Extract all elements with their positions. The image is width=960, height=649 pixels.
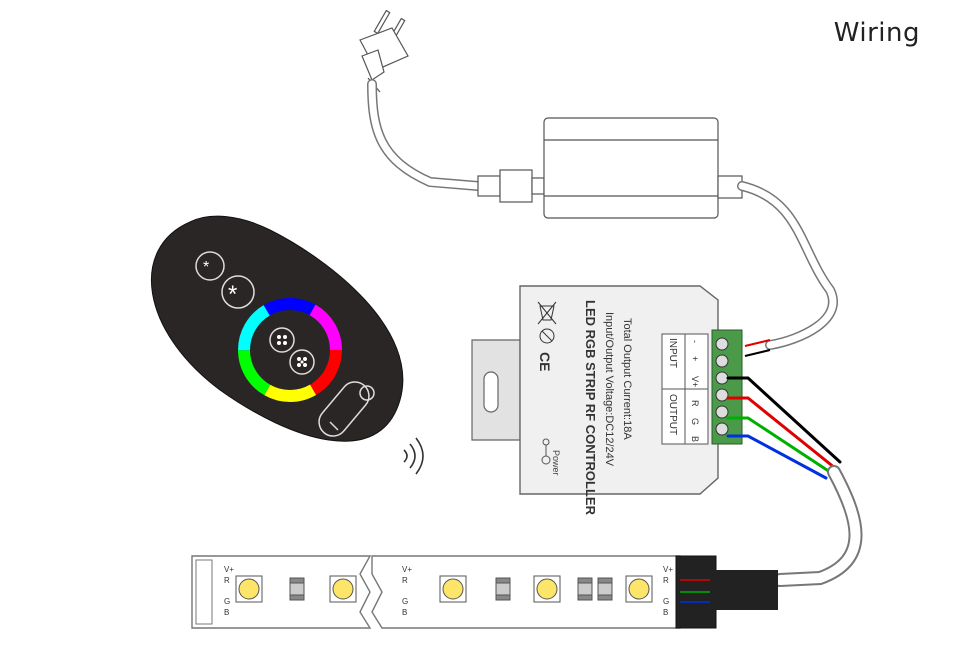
strip-right-pin-r: R: [663, 576, 669, 585]
plug-icon: [359, 9, 409, 93]
strip-right-pin-g: G: [663, 597, 669, 606]
controller-current-text: Total Output Current:18A: [621, 318, 633, 440]
strip-mid-pin-r: R: [402, 576, 408, 585]
rohs-icon: [537, 301, 557, 344]
strip-pin-g: G: [224, 597, 230, 606]
power-label: Power: [551, 450, 561, 476]
input-pin-plus: +: [690, 356, 700, 361]
strip-pin-vplus: V+: [224, 565, 234, 574]
ac-cable: [367, 79, 483, 191]
svg-text:*: *: [228, 281, 237, 308]
input-pin-vplus: V+: [690, 376, 700, 387]
diagram-title: Wiring: [833, 18, 920, 48]
strip-right-pin-b: B: [663, 608, 668, 617]
rf-remote-icon: * *: [150, 215, 404, 442]
input-pin-minus: -: [690, 340, 700, 343]
power-dc-icon: [541, 438, 551, 465]
output-pin-r: R: [690, 400, 700, 407]
power-adapter-icon: [543, 117, 743, 219]
wireless-signal-icon: [403, 437, 424, 475]
ce-mark: CE: [537, 352, 553, 371]
output-pin-b: B: [690, 436, 700, 442]
strip-mid-pin-vplus: V+: [402, 565, 412, 574]
output-header: OUTPUT: [667, 394, 678, 435]
controller-model-text: LED RGB STRIP RF CONTROLLER: [583, 300, 598, 516]
strip-pin-b: B: [224, 608, 229, 617]
input-header: INPUT: [667, 338, 678, 368]
output-pin-g: G: [690, 418, 700, 425]
output-wires: [726, 376, 842, 480]
led-strip-icon: [191, 555, 778, 629]
adapter-input-connector: [477, 169, 545, 203]
svg-text:*: *: [203, 259, 209, 276]
strip-pin-r: R: [224, 576, 230, 585]
strip-right-pin-vplus: V+: [663, 565, 673, 574]
strip-mid-pin-g: G: [402, 597, 408, 606]
controller-voltage-text: Input/Output Voltage:DC12/24V: [603, 312, 615, 467]
strip-mid-pin-b: B: [402, 608, 407, 617]
controller-icon: [471, 285, 743, 495]
